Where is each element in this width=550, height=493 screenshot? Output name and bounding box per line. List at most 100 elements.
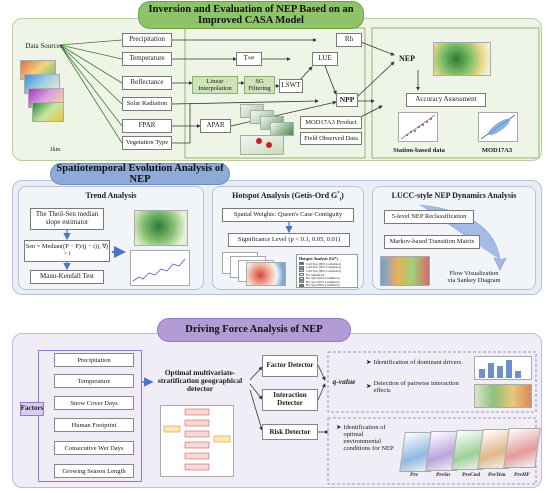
hotspot-legend-label: Cold Spot (90% Confidence): [306, 268, 341, 273]
hotspot-legend-item: Cold Spot (99% Confidence): [299, 262, 355, 266]
output-optimal-conditions-text: Identification of optimal environmental …: [343, 424, 394, 453]
risk-map-label: PreTem: [488, 472, 506, 478]
mod17a3-product-box: MOD17A3 Product: [300, 116, 362, 129]
hotspot-map-stack: [222, 252, 292, 286]
hotspot-legend-item: Cold Spot (90% Confidence): [299, 269, 355, 273]
hotspot-title-sub: i: [339, 197, 342, 203]
lswt-box: LSWT: [279, 79, 303, 93]
risk-map-label: PreSn: [436, 472, 451, 478]
hotspot-legend-swatch: [299, 276, 304, 280]
factor-snow-cover-days: Snow Cover Days: [54, 396, 134, 410]
input-reflectance: Reflectance: [122, 76, 172, 90]
markov-box: Markov-based Transition Matrix: [384, 235, 480, 249]
section2-title: Spatiotemporal Evolution Analysis of NEP: [50, 163, 230, 185]
trend-line-chart: [130, 250, 190, 286]
theil-sen-box: The Theil-Sen median slope estimator: [30, 208, 104, 230]
location-pin-icon: [256, 138, 262, 144]
factor-human-footprint: Human Footprint: [54, 418, 134, 432]
sg-filtering-box: SG Filtering: [244, 76, 275, 94]
omsgd-flowchart-thumbnail: [160, 405, 234, 477]
sankey-thumbnail: [380, 256, 430, 286]
field-observed-box: Field Observed Data: [300, 132, 362, 145]
risk-detector-maps: Pre PreSn PreCwd PreTem PreHF: [399, 426, 541, 482]
lue-box: LUE: [312, 52, 338, 66]
interaction-detector-box: Interaction Detector: [262, 389, 318, 411]
linear-interpolation-box: Linear Interpolation: [192, 76, 238, 94]
input-vegetation-type: Vegetation Type: [122, 136, 172, 150]
data-source-maps: [18, 60, 66, 132]
factors-frame: [38, 350, 142, 482]
interaction-heatmap: [474, 384, 532, 408]
hotspot-legend-swatch: [299, 269, 304, 273]
rh-box: Rh: [336, 33, 362, 47]
hotspot-legend-swatch: [299, 262, 304, 266]
t-opt-text: T: [243, 54, 248, 63]
dominant-drivers-bar-chart: [474, 356, 532, 380]
factor-growing-season-length: Growing Season Length: [54, 464, 134, 478]
hotspot-legend-label: Not Significant: [306, 272, 325, 277]
omsgd-label: Optimal multivariate-stratification geog…: [157, 367, 243, 394]
hotspot-legend-swatch: [299, 273, 304, 277]
section3-title: Driving Force Analysis of NEP: [157, 318, 351, 342]
risk-detector-box: Risk Detector: [262, 424, 318, 440]
hotspot-legend-swatch: [299, 265, 304, 269]
risk-map-label: PreCwd: [462, 472, 481, 478]
output-pairwise-interaction-text: Detection of pairwise interaction effect…: [373, 379, 459, 394]
section1-title: Inversion and Evaluation of NEP Based on…: [138, 1, 364, 29]
hotspot-legend-swatch: [299, 280, 304, 284]
mod17a3-label: MOD17A3: [481, 146, 513, 154]
spatial-weights-box: Spatial Weights: Queen's Case Contiguity: [222, 208, 354, 222]
input-temperature: Temperature: [122, 52, 172, 66]
station-scatter-plot: [398, 112, 438, 142]
factor-detector-box: Factor Detector: [262, 355, 318, 377]
location-pin-icon: [266, 142, 272, 148]
hotspot-legend-label: Hot Spot (95% Confidence): [306, 279, 340, 284]
arrowhead-icon: ➤: [366, 359, 372, 367]
mod17a3-scatter-plot: [478, 112, 518, 142]
station-based-label: Station-based data: [393, 146, 445, 154]
q-value-label: q-value: [332, 376, 356, 386]
hotspot-legend-label: Hot Spot (90% Confidence): [306, 276, 340, 281]
arrowhead-icon: ➤: [366, 383, 372, 391]
factor-temperature: Temperature: [54, 374, 134, 388]
trend-analysis-title: Trend Analysis: [85, 191, 137, 200]
hotspot-legend-item: Cold Spot (95% Confidence): [299, 265, 355, 270]
lucc-title: LUCC-style NEP Dynamics Analysis: [391, 191, 517, 200]
output-optimal-conditions: ➤Identification of optimal environmental…: [336, 424, 400, 456]
hotspot-legend-swatch: [299, 283, 304, 287]
hotspot-legend-label: Cold Spot (95% Confidence): [306, 265, 341, 270]
significance-box: Significance Level (p < 0.1, 0.05, 0.01): [228, 233, 350, 247]
npp-box: NPP: [336, 93, 358, 107]
risk-map-label: PreHF: [514, 472, 530, 478]
reclassification-box: 5-level NEP Reclassification: [384, 210, 474, 224]
hotspot-legend-label: Hot Spot (99% Confidence): [306, 283, 340, 288]
section1-title-text: Inversion and Evaluation of NEP Based on…: [148, 3, 354, 26]
sen-formula-box: Sen = Median((P − P)/(j − i)), ∀j > i: [24, 240, 110, 262]
input-solar-radiation: Solar Radiation: [122, 97, 172, 111]
hotspot-legend-item: Hot Spot (99% Confidence): [299, 283, 355, 288]
output-dominant-drivers-text: Identification of dominant drivers: [373, 359, 462, 367]
flow-visualization-label: Flow Visualization via Sankey Diagram: [447, 269, 501, 284]
nep-box: NEP: [399, 53, 415, 63]
output-pairwise-interaction: ➤Detection of pairwise interaction effec…: [366, 378, 470, 396]
data-sources-label: Data Sources: [25, 42, 63, 51]
field-map: [240, 135, 284, 155]
npp-map-stack: [240, 100, 296, 140]
input-precipitation: Precipitation: [122, 33, 172, 47]
hotspot-title-sup: *: [337, 191, 340, 197]
factors-label: Factors: [20, 402, 44, 416]
trend-map: [134, 210, 188, 246]
hotspot-title-end: ): [341, 191, 344, 200]
hotspot-legend-item: Hot Spot (90% Confidence): [299, 276, 355, 280]
hotspot-legend-item: Not Significant: [299, 273, 355, 277]
hotspot-legend-item: Hot Spot (95% Confidence): [299, 280, 355, 284]
section3-title-text: Driving Force Analysis of NEP: [185, 324, 323, 336]
hotspot-legend-label: Cold Spot (99% Confidence): [306, 261, 341, 266]
factor-precipitation: Precipitation: [54, 353, 134, 367]
risk-map-label: Pre: [410, 472, 418, 478]
section2-title-text: Spatiotemporal Evolution Analysis of NEP: [56, 162, 224, 185]
